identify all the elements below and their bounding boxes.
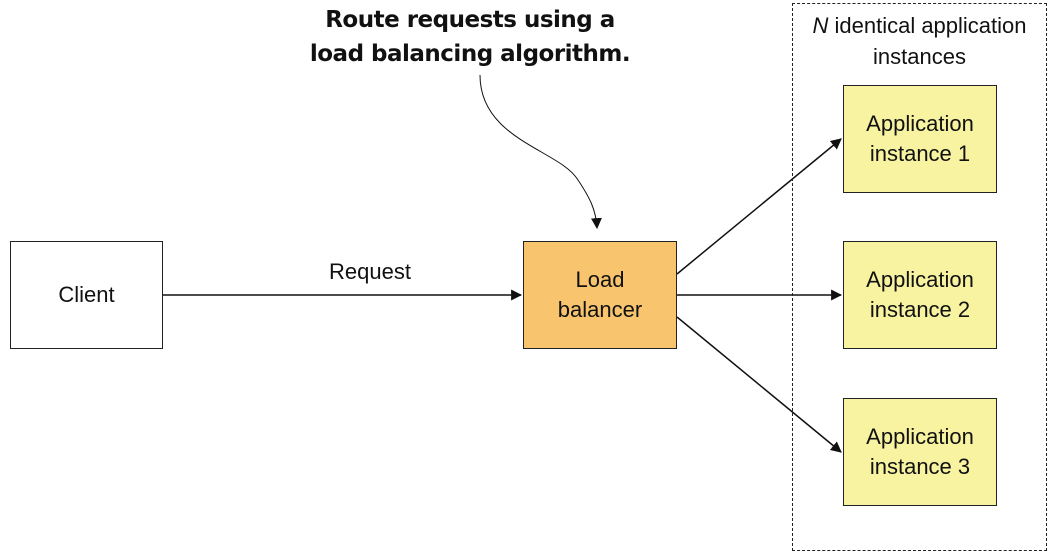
instance-1-line-1: Application: [866, 111, 974, 136]
group-label-n: N: [812, 13, 829, 38]
request-label: Request: [329, 259, 411, 284]
callout-text: Route requests using a load balancing al…: [290, 3, 650, 71]
load-balancer-line-1: Load: [575, 267, 625, 292]
arrow-to-instance-3: [676, 316, 842, 453]
instance-2-line-1: Application: [866, 267, 974, 292]
group-label-line-2: instances: [873, 44, 966, 69]
callout-line-1: Route requests using a: [325, 7, 615, 33]
arrow-to-instance-1: [676, 138, 842, 275]
instances-group: [792, 3, 1047, 551]
load-balancer-line-2: balancer: [557, 297, 643, 322]
callout-line-2: load balancing algorithm.: [309, 41, 631, 67]
instance-3-line-1: Application: [866, 424, 974, 449]
application-instance-3: Application instance 3: [843, 398, 997, 506]
client-box: Client: [10, 241, 163, 349]
instance-3-line-2: instance 3: [869, 454, 971, 479]
callout-pointer: [479, 74, 602, 230]
instances-group-label: N identical application instances: [792, 10, 1047, 72]
load-balancer-box: Load balancer: [523, 241, 677, 349]
instance-2-line-2: instance 2: [869, 297, 971, 322]
application-instance-2: Application instance 2: [843, 241, 997, 349]
client-label: Client: [58, 282, 115, 307]
instance-1-line-2: instance 1: [869, 141, 971, 166]
application-instance-1: Application instance 1: [843, 85, 997, 193]
group-label-rest: identical application: [828, 13, 1027, 38]
